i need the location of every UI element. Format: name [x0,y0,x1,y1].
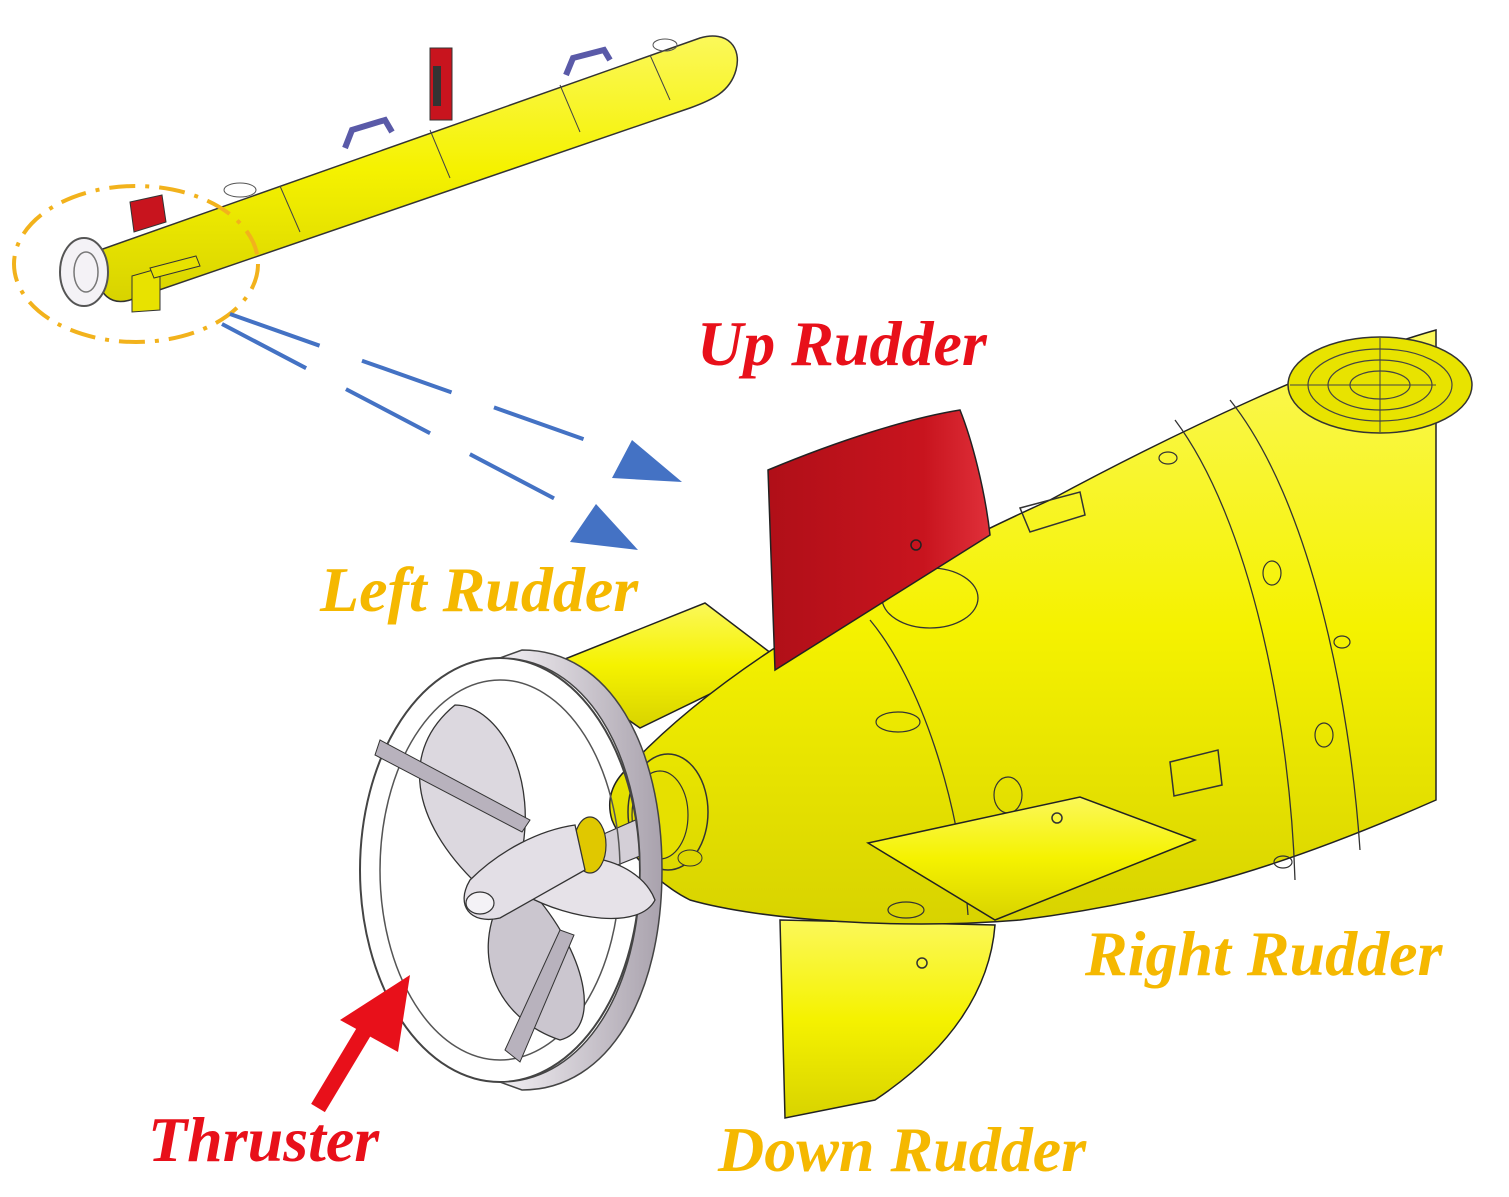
hull-port [1262,560,1282,586]
leader-line-lower [221,322,581,514]
pointer-shaft [311,1013,379,1113]
leader-arrowhead-upper [612,440,682,482]
thruster-stator [374,739,531,833]
hull-port [1158,451,1178,465]
overview-joint [429,129,451,179]
tail-cone-port [677,849,703,867]
thruster-shroud-band [499,649,663,1091]
overview-handle [342,116,395,150]
overview-handle [563,46,613,77]
overview-joint [559,84,581,133]
callout-ellipse [12,184,260,344]
overview-side-rudder [149,255,201,279]
right-rudder-bolt [1051,812,1063,824]
overview-vent [652,38,678,52]
label-left-rudder: Left Rudder [320,554,639,625]
down-rudder-bolt [916,957,928,969]
overview-hull [99,35,739,303]
label-up-rudder: Up Rudder [697,308,987,379]
label-thruster: Thruster [148,1104,380,1175]
thruster-stator [504,929,575,1063]
hull-joint [1174,419,1296,881]
tail-cone-ring [627,753,709,871]
overview-joint [279,185,301,233]
overview-mast-detail [433,66,441,106]
mesh-vent [1287,336,1473,434]
overview-vent [223,182,257,198]
thruster-hub [463,824,586,920]
hull-port [1273,855,1293,869]
right-rudder [866,796,1198,921]
label-right-rudder: Right Rudder [1085,918,1443,989]
hull-hatch [1018,491,1086,533]
down-rudder [779,919,996,1119]
hull-port [887,901,925,919]
up-rudder [767,409,991,672]
overview-joint [649,54,671,101]
overview-thruster [59,237,109,307]
hull-port [1333,635,1351,649]
hull-port [1314,722,1334,748]
thruster-pointer [311,975,410,1113]
hull-joint [1229,399,1361,851]
label-down-rudder: Down Rudder [718,1114,1087,1185]
overview-up-rudder [129,194,167,233]
leader-arrowhead-lower [570,504,638,550]
thruster-hub-tip [465,891,495,915]
pointer-arrowhead [340,975,410,1052]
leader-line-upper [229,312,621,454]
thruster-assembly [359,649,663,1091]
zoom-leaders [221,312,682,550]
hull-hatch [1169,749,1223,797]
overview-thruster-inner [73,251,99,293]
auv-tail-section [359,329,1473,1119]
up-rudder-bolt [910,539,922,551]
hull-port [875,711,921,733]
auv-overview [59,35,739,313]
